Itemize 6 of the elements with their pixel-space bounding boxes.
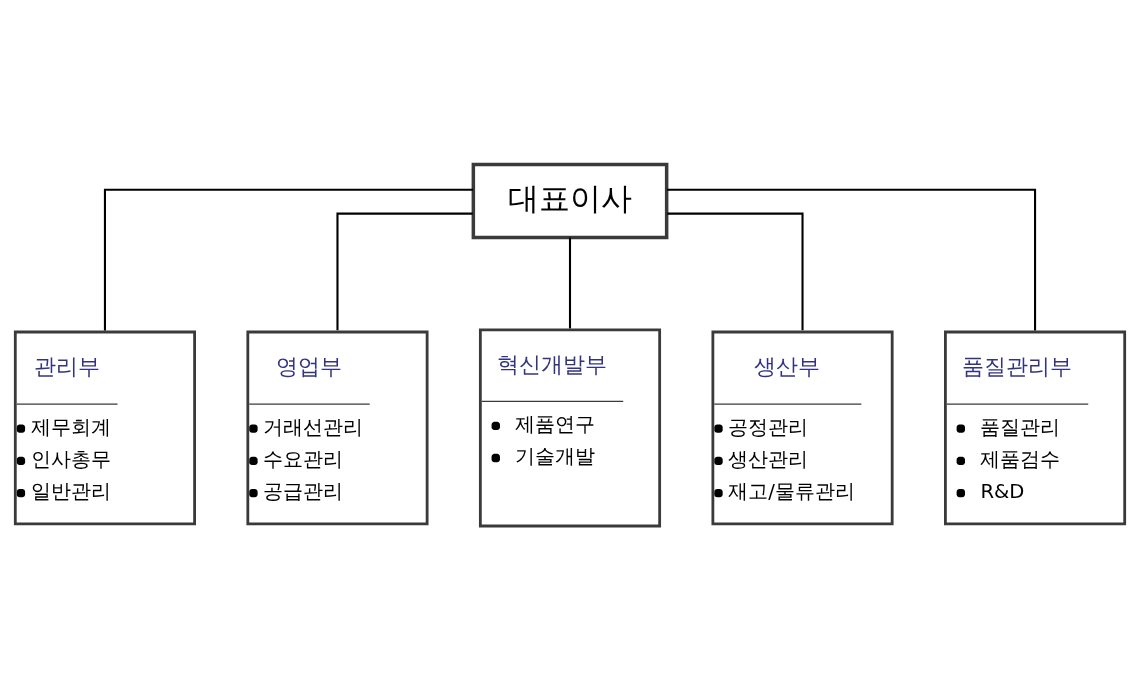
node-box: 대표이사 <box>471 162 669 240</box>
connector <box>336 212 473 331</box>
connector <box>568 237 572 329</box>
connector <box>666 188 1037 331</box>
connector <box>667 212 804 331</box>
connector <box>103 188 474 331</box>
